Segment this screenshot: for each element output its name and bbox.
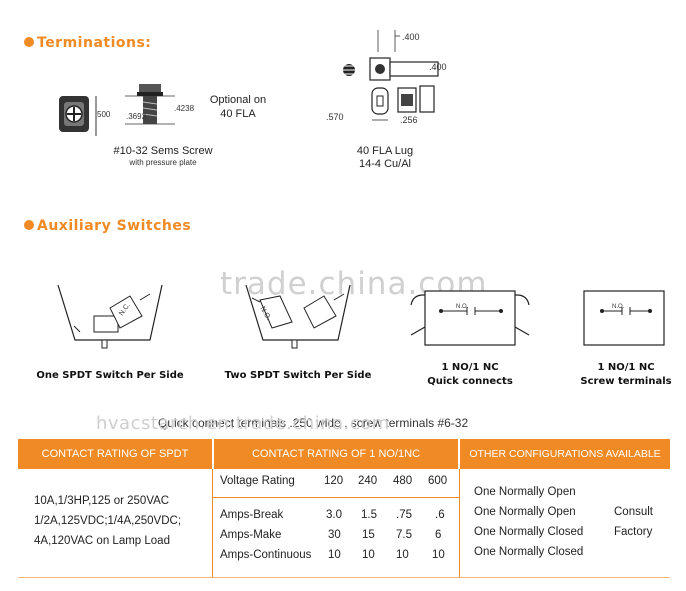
aux-caption-4b: Screw terminals <box>580 376 672 387</box>
dimension-line-icon <box>95 96 97 136</box>
row-value: .75 <box>396 509 412 521</box>
lug-drawing <box>343 30 439 121</box>
table-divider <box>212 469 213 577</box>
aux-caption-1: One SPDT Switch Per Side <box>36 370 184 381</box>
aux-caption-4: 1 NO/1 NC <box>597 362 655 373</box>
voltage-value: 120 <box>324 475 344 487</box>
consult-label: Consult <box>614 506 653 518</box>
voltage-value: 480 <box>393 475 413 487</box>
lug-dim-top: .400 <box>402 32 420 42</box>
factory-label: Factory <box>614 526 653 538</box>
spdt-line-3: 4A,120VAC on Lamp Load <box>34 535 170 547</box>
config-item: One Normally Closed <box>474 526 584 538</box>
row-value: 10 <box>396 549 409 561</box>
lug-dim-570: .570 <box>326 112 344 122</box>
row-value: 7.5 <box>396 529 412 541</box>
row-value: 3.0 <box>326 509 342 521</box>
terminations-heading: Terminations: <box>24 35 151 51</box>
header-nonc: CONTACT RATING OF 1 NO/1NC <box>214 439 458 469</box>
row-label: Amps-Make <box>220 529 282 541</box>
aux-heading: Auxiliary Switches <box>24 218 191 234</box>
table-bottom <box>18 577 670 578</box>
dim-500: 500 <box>97 110 111 119</box>
voltage-value: 600 <box>428 475 448 487</box>
watermark-secondary: hvacstarch.en.trade.china.com <box>96 413 390 434</box>
aux-caption-3b: Quick connects <box>427 376 513 387</box>
screw-subcaption: with pressure plate <box>129 158 197 167</box>
header-spdt: CONTACT RATING OF SPDT <box>18 439 212 469</box>
bullet-icon <box>24 220 34 230</box>
screw-side-drawing <box>125 84 175 125</box>
row-label: Amps-Break <box>220 509 284 521</box>
nonc-quick-drawing <box>410 290 530 346</box>
optional-line1: Optional on <box>209 94 267 106</box>
spdt-two-drawing <box>245 284 351 349</box>
screw-caption: #10-32 Sems Screw <box>113 145 213 157</box>
lug-dim-256: .256 <box>400 115 418 125</box>
aux-caption-3: 1 NO/1 NC <box>441 362 499 373</box>
voltage-value: 240 <box>358 475 378 487</box>
lug-dim-right: .400 <box>429 62 447 72</box>
no-label: N.O. <box>456 304 469 310</box>
nonc-screw-drawing <box>583 290 665 346</box>
row-value: 10 <box>328 549 341 561</box>
row-value: 6 <box>435 529 442 541</box>
lug-caption2: 14-4 Cu/Al <box>359 158 411 170</box>
no-label: N.O. <box>612 304 625 310</box>
spdt-line-2: 1/2A,125VDC;1/4A,250VDC; <box>34 515 182 527</box>
table-divider <box>459 469 460 577</box>
bullet-icon <box>24 37 34 47</box>
config-item: One Normally Open <box>474 506 576 518</box>
row-value: 15 <box>362 529 375 541</box>
config-item: One Normally Open <box>474 486 576 498</box>
voltage-label: Voltage Rating <box>220 475 295 487</box>
screw-front-drawing <box>59 96 89 132</box>
terminals-note: Quick connect terminals .250 wide , scre… <box>158 416 469 430</box>
aux-title: Auxiliary Switches <box>37 218 192 234</box>
row-value: 30 <box>328 529 341 541</box>
row-label: Amps-Continuous <box>220 549 312 561</box>
row-value: .6 <box>435 509 445 521</box>
optional-line2: 40 FLA <box>220 108 256 120</box>
dim-3692: .3692 <box>126 112 147 121</box>
spdt-line-1: 10A,1/3HP,125 or 250VAC <box>34 495 170 507</box>
table-divider <box>213 497 459 498</box>
row-value: 10 <box>432 549 445 561</box>
lug-caption1: 40 FLA Lug <box>356 145 414 157</box>
terminations-title: Terminations: <box>37 35 152 51</box>
header-other: OTHER CONFIGURATIONS AVAILABLE <box>460 439 670 469</box>
row-value: 10 <box>362 549 375 561</box>
row-value: 1.5 <box>361 509 377 521</box>
dim-4238: .4238 <box>174 104 195 113</box>
config-item: One Normally Closed <box>474 546 584 558</box>
aux-caption-2: Two SPDT Switch Per Side <box>224 370 372 381</box>
spdt-one-drawing <box>57 284 163 349</box>
